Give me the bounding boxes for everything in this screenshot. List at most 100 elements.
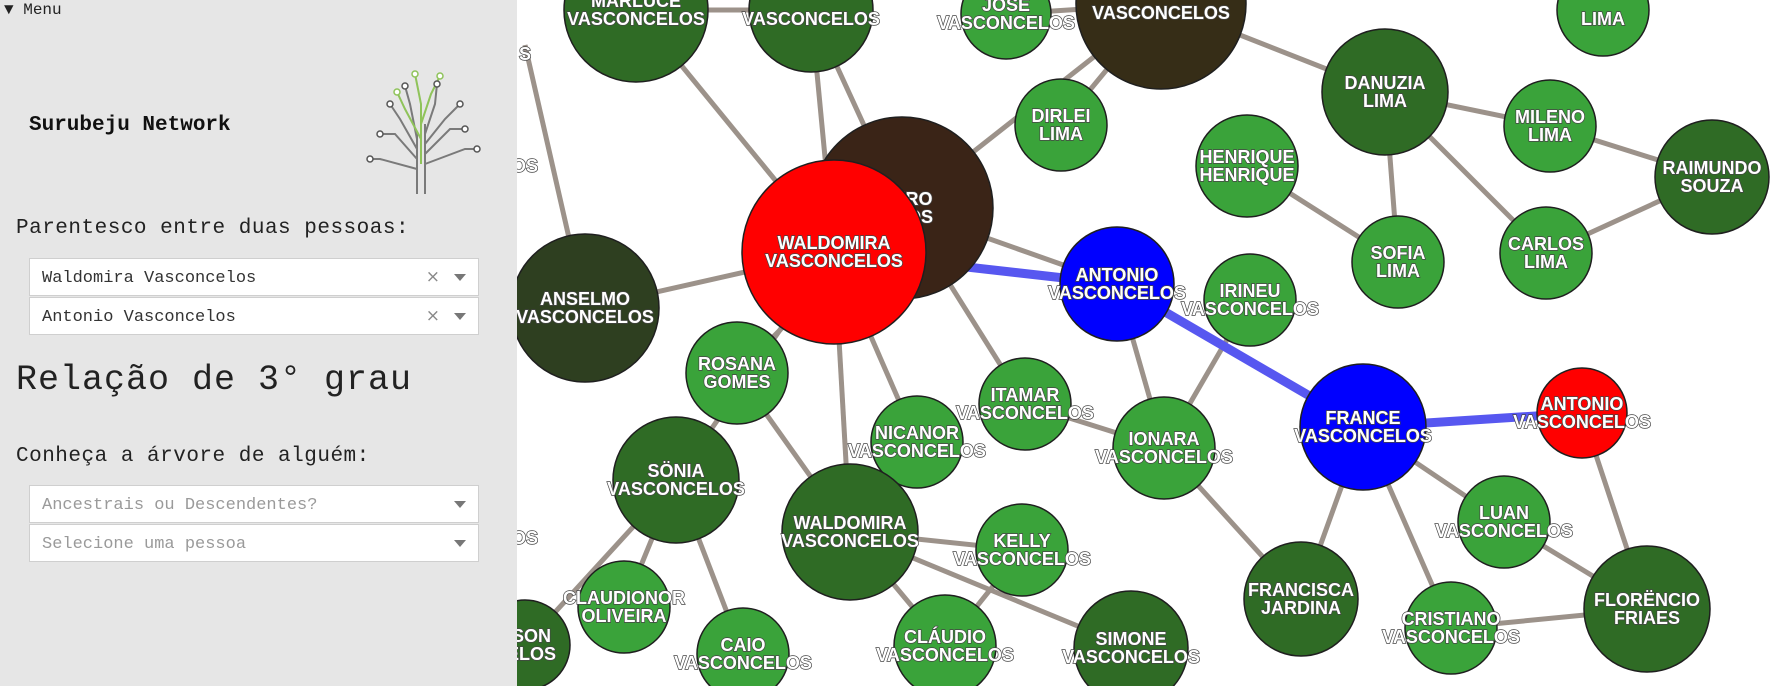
node-circle[interactable]: [517, 599, 571, 686]
node-circle[interactable]: [1536, 367, 1628, 459]
tree-person-select[interactable]: Selecione uma pessoa: [29, 524, 479, 562]
node-circle[interactable]: [563, 0, 709, 83]
node-circle[interactable]: [781, 463, 919, 601]
node-circle[interactable]: [517, 233, 660, 383]
node-circle[interactable]: [1457, 475, 1551, 569]
node-circle[interactable]: [1059, 226, 1175, 342]
clear-icon[interactable]: ×: [425, 267, 440, 287]
node-circle[interactable]: [577, 560, 671, 654]
node-circle[interactable]: [1112, 396, 1216, 500]
node-circle[interactable]: [685, 321, 789, 425]
node-circle[interactable]: [1299, 363, 1427, 491]
node-label: MARLUCE: [591, 0, 681, 11]
graph-node-leftB[interactable]: OS: [517, 155, 539, 176]
node-label: S: [519, 44, 531, 64]
menu-toggle[interactable]: ▼ Menu: [4, 1, 62, 19]
graph-node-leftC[interactable]: OS: [517, 527, 539, 548]
node-circle[interactable]: [1499, 206, 1593, 300]
person2-select[interactable]: Antonio Vasconcelos ×: [29, 297, 479, 335]
chevron-down-icon[interactable]: [454, 313, 466, 320]
node-circle[interactable]: [1404, 581, 1498, 675]
node-circle[interactable]: [1503, 79, 1597, 173]
node-label: VASCONCELOS: [848, 441, 986, 461]
graph-node-leftA[interactable]: S: [518, 43, 531, 64]
chevron-down-icon[interactable]: [454, 501, 466, 508]
node-label: DANUZIA: [1345, 73, 1426, 93]
node-circle[interactable]: [1014, 78, 1108, 172]
node-circle[interactable]: [1556, 0, 1650, 57]
node-circle[interactable]: [1654, 119, 1770, 235]
chevron-down-icon[interactable]: [454, 274, 466, 281]
node-label: OS: [517, 156, 538, 176]
tree-type-select[interactable]: Ancestrais ou Descendentes?: [29, 485, 479, 523]
node-circle[interactable]: [1203, 253, 1297, 347]
node-circle[interactable]: [1321, 28, 1449, 156]
node-label: VASCONCELOS: [517, 307, 654, 327]
node-label: DSON: [517, 626, 551, 646]
node-circle[interactable]: [741, 159, 927, 345]
node-label: VASCONCELOS: [956, 403, 1094, 423]
node-label: VASCONCELOS: [742, 9, 880, 29]
node-circle[interactable]: [1195, 114, 1299, 218]
node-circle[interactable]: [1351, 215, 1445, 309]
node-label: VASCONCELOS: [674, 653, 812, 673]
graph-node-v4[interactable]: VASCONCELOS: [1075, 0, 1247, 90]
node-circle[interactable]: [960, 0, 1052, 60]
node-label: ITAMAR: [991, 385, 1060, 405]
node-label: CARLOS: [1508, 234, 1584, 254]
node-circle[interactable]: [748, 0, 874, 73]
tree-type-placeholder: Ancestrais ou Descendentes?: [42, 496, 318, 515]
node-circle[interactable]: [893, 594, 997, 686]
chevron-down-icon[interactable]: [454, 540, 466, 547]
node-circle[interactable]: [1243, 541, 1359, 657]
node-label: ANTONIO: [1541, 394, 1624, 414]
node-circle[interactable]: [696, 607, 790, 686]
graph-node-edson[interactable]: DSONCELOS: [517, 599, 571, 686]
node-label: CLAUDIONOR: [563, 588, 685, 608]
clear-icon[interactable]: ×: [425, 306, 440, 326]
node-label: HENRIQUE: [1199, 165, 1294, 185]
node-circle[interactable]: [1073, 590, 1189, 686]
node-circle[interactable]: [1583, 545, 1711, 673]
node-circle[interactable]: [978, 357, 1072, 451]
node-circle[interactable]: [612, 416, 740, 544]
graph-node-lima_top[interactable]: LIMA: [1556, 0, 1650, 57]
graph-node-v2[interactable]: VASCONCELOS: [741, 0, 881, 73]
person1-select[interactable]: Waldomira Vasconcelos ×: [29, 258, 479, 296]
node-circle[interactable]: [975, 503, 1069, 597]
node-circle[interactable]: [870, 395, 964, 489]
tree-label: Conheça a árvore de alguém:: [16, 445, 370, 468]
node-circle[interactable]: [1075, 0, 1247, 90]
